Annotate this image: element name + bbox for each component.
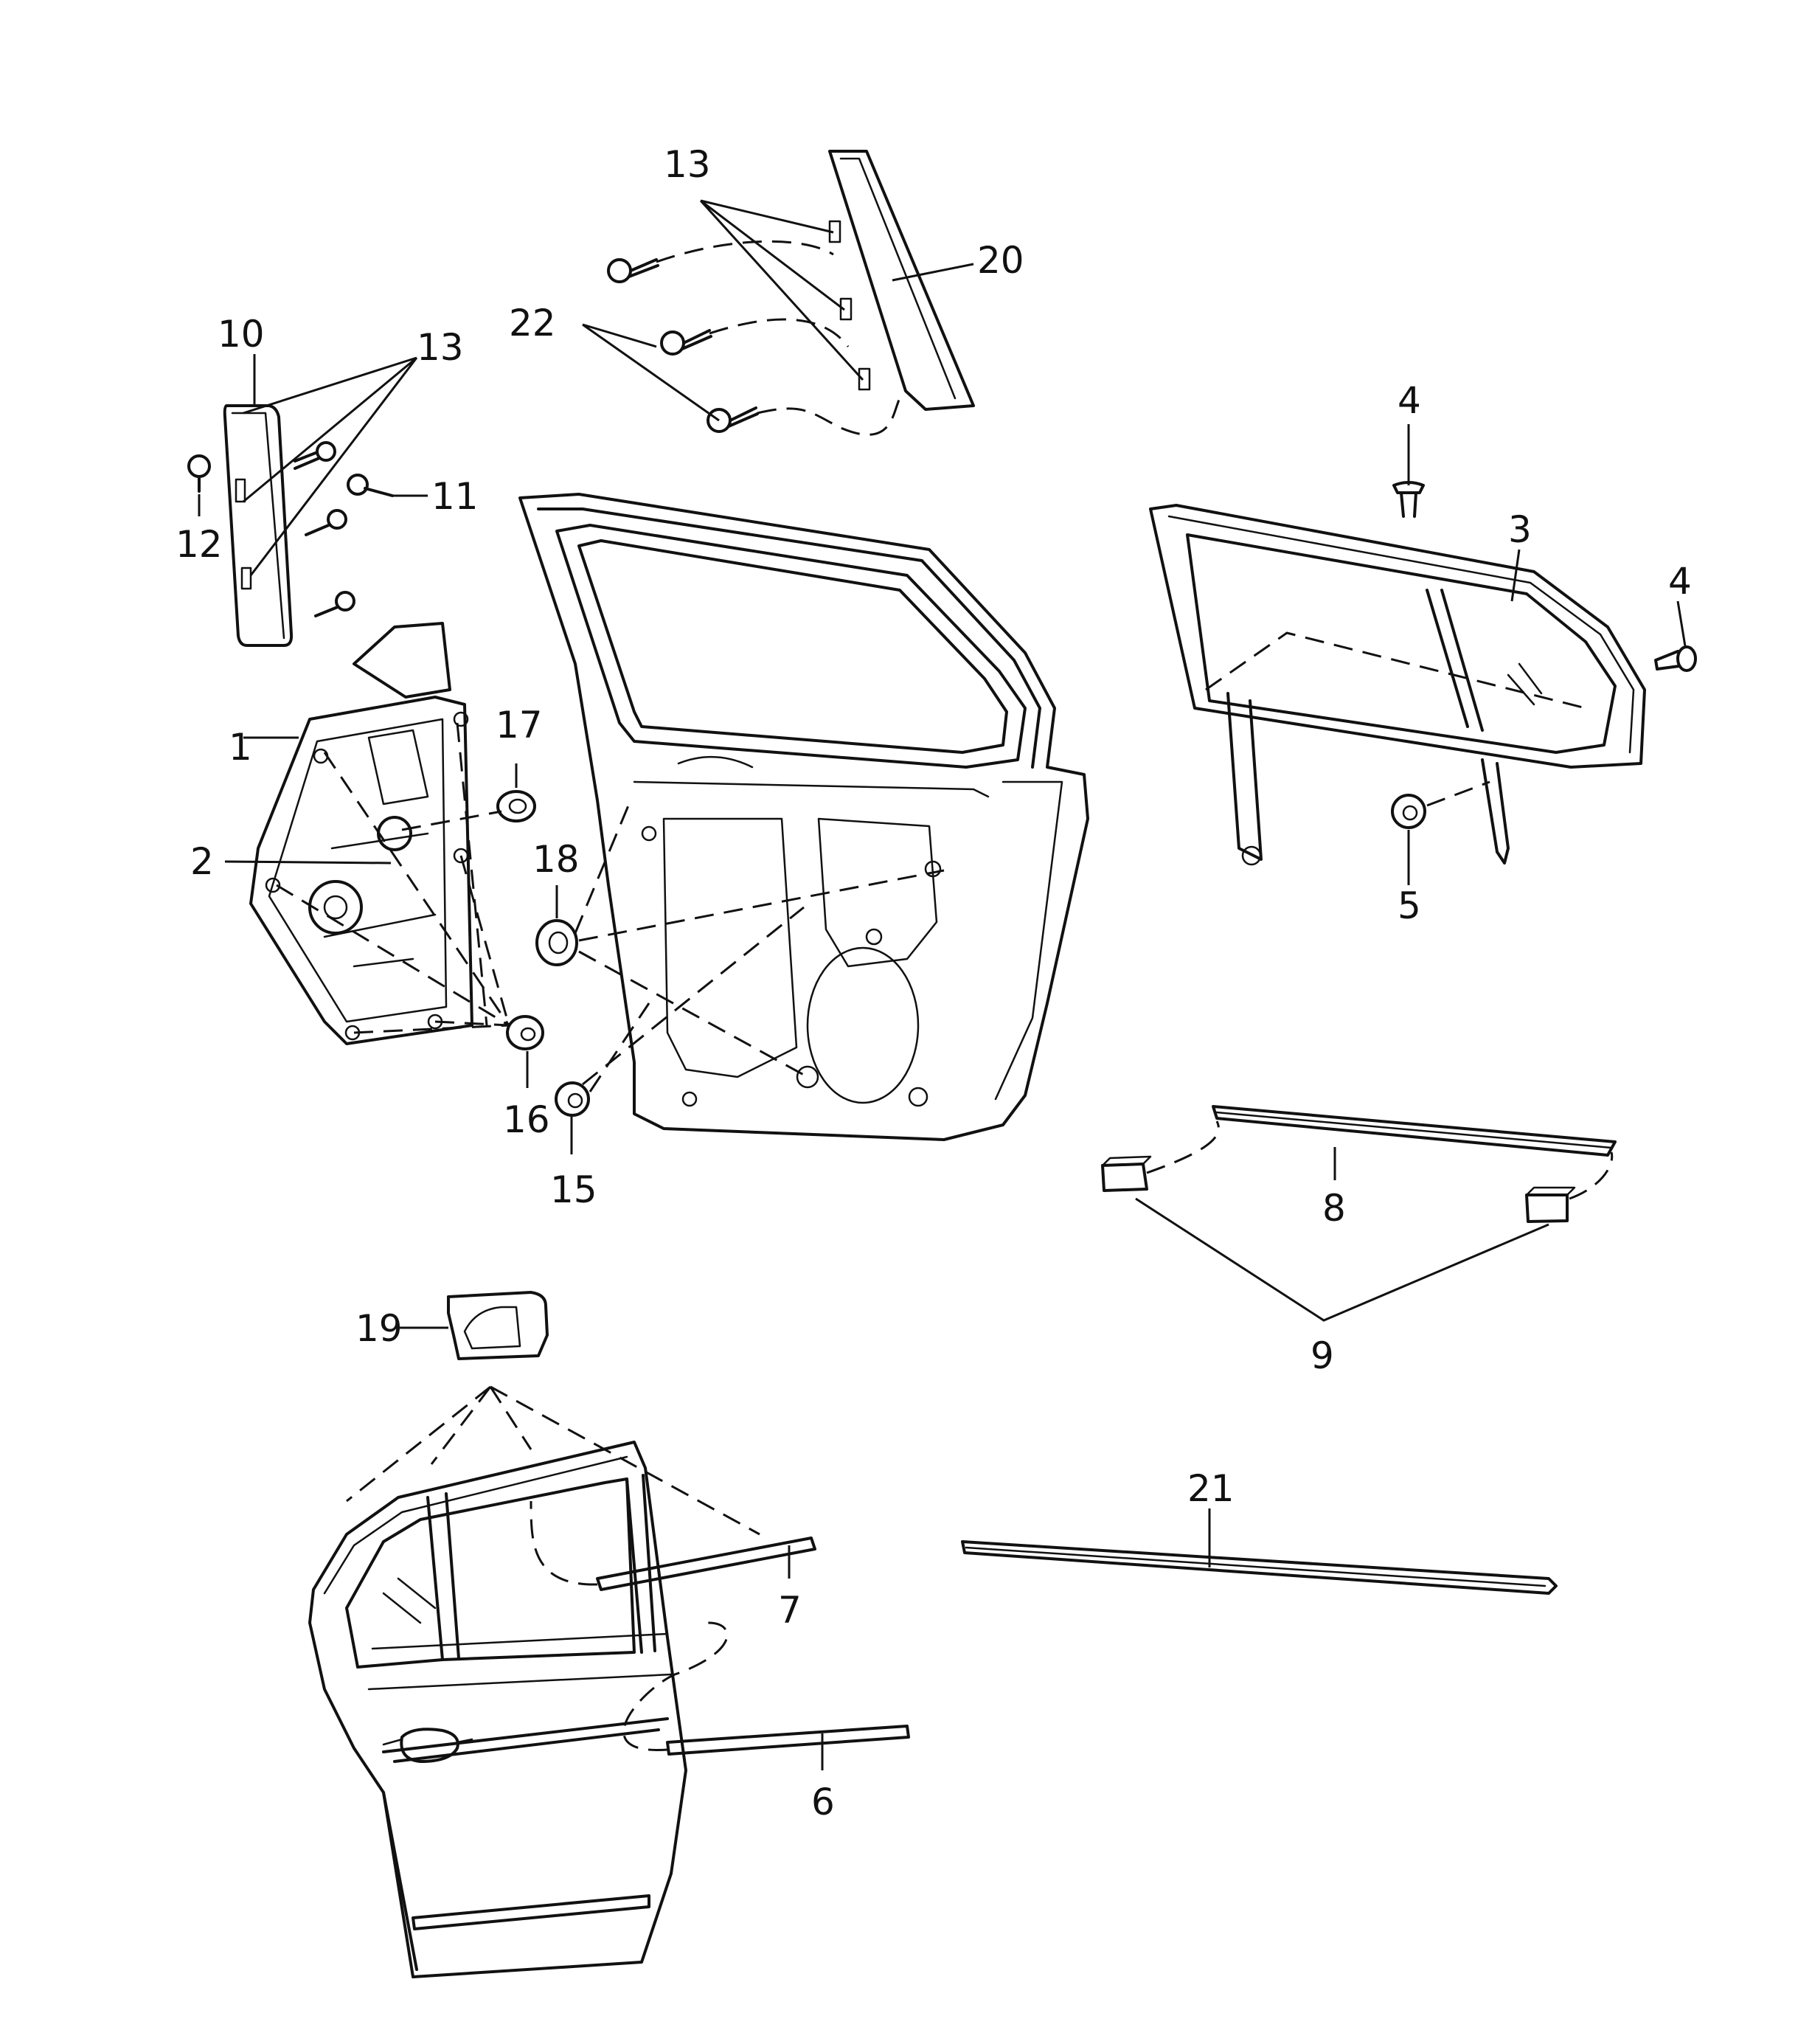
- grommet-part-18: [535, 919, 578, 966]
- callout-2: 2: [190, 840, 214, 883]
- window-regulator-part-1: [249, 622, 473, 1045]
- callout-13-top: 13: [664, 143, 711, 186]
- callout-labels: 10 13 12 11 13 20 22 1 2 17 18 16 15 4 3…: [176, 143, 1692, 1823]
- callout-9: 9: [1311, 1334, 1334, 1377]
- clip-part-9-right: [1525, 1186, 1576, 1223]
- callout-21: 21: [1187, 1467, 1235, 1510]
- bolt-part-16: [506, 1015, 544, 1050]
- screws-part-11: [294, 441, 394, 617]
- callout-17: 17: [496, 704, 543, 746]
- nut-part-15: [555, 1081, 590, 1117]
- rivet-part-4-right: [1654, 645, 1697, 672]
- callout-7: 7: [778, 1589, 802, 1632]
- trim-strip-part-6: [666, 1725, 910, 1756]
- seal-strip-part-8: [1212, 1105, 1617, 1157]
- window-glass-part-3: [1149, 504, 1646, 866]
- guide-rail-part-20: [828, 150, 975, 411]
- nut-part-5: [1391, 794, 1426, 829]
- callout-20: 20: [977, 239, 1024, 282]
- clip-part-9-left: [1101, 1155, 1152, 1192]
- callout-22: 22: [509, 302, 556, 344]
- lower-door: [308, 1441, 687, 1978]
- rivet-part-4-top: [1392, 481, 1425, 518]
- callout-4-top: 4: [1398, 379, 1421, 422]
- door-shell: [518, 493, 1089, 1141]
- callout-12: 12: [176, 523, 223, 566]
- leader-lines: [198, 199, 1687, 1770]
- callout-13-left: 13: [417, 326, 464, 369]
- callout-15: 15: [550, 1168, 597, 1211]
- callout-4-right: 4: [1668, 560, 1692, 603]
- callout-1: 1: [229, 726, 252, 769]
- callout-6: 6: [811, 1781, 835, 1823]
- callout-3: 3: [1508, 508, 1532, 551]
- trim-strip-part-10: [223, 404, 294, 647]
- handle-cover-part-19: [447, 1291, 549, 1360]
- callout-16: 16: [503, 1098, 550, 1141]
- callout-10: 10: [218, 313, 265, 356]
- callout-8: 8: [1322, 1187, 1346, 1230]
- screw-part-12: [187, 454, 211, 493]
- callout-18: 18: [532, 838, 580, 881]
- trim-strip-part-7: [596, 1537, 816, 1591]
- callout-11: 11: [431, 475, 479, 518]
- screws-part-22: [607, 258, 759, 433]
- long-seal-part-21: [961, 1540, 1558, 1595]
- callout-5: 5: [1398, 884, 1421, 927]
- callout-19: 19: [355, 1307, 403, 1350]
- grommet-part-17: [496, 790, 536, 822]
